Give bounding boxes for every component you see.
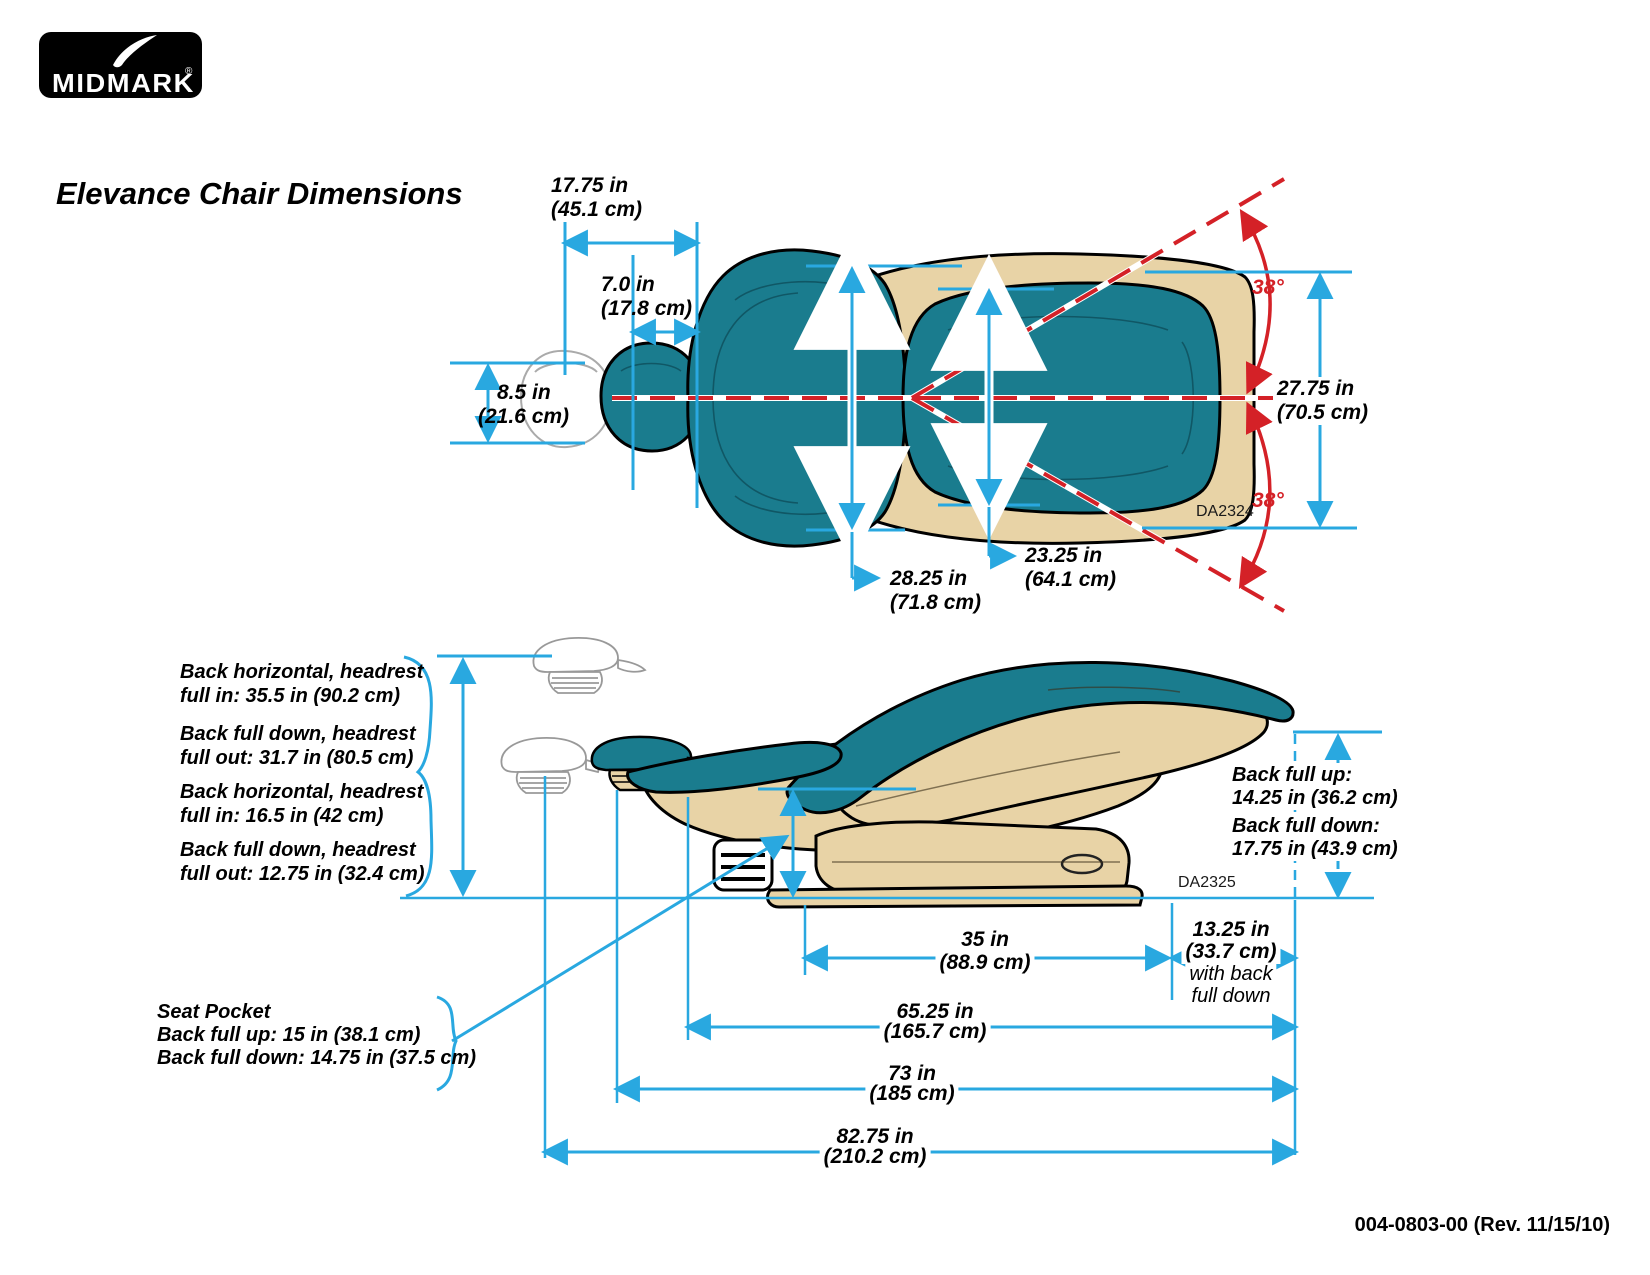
side-view-seams — [832, 686, 1181, 863]
dim-overhang-cm: (33.7 cm) — [1181, 940, 1281, 964]
back-full-down-label: Back full down: — [1228, 814, 1384, 838]
dim-back-width-in: 28.25 in — [890, 567, 968, 590]
side-view-ghost-headrest-high — [532, 637, 647, 694]
midmark-logo: MIDMARK ® — [39, 32, 202, 98]
dim-headrest-width-cm: (21.6 cm) — [478, 405, 570, 428]
seat-pocket-down-value: Back full down: 14.75 in (37.5 cm) — [157, 1047, 476, 1069]
side-view-base-plate — [766, 884, 1144, 909]
dim-length-6525-in: 65.25 in — [896, 1000, 974, 1023]
dim-headrest-ext-cm: (17.8 cm) — [601, 297, 693, 320]
rotation-line-lower — [911, 396, 1285, 613]
dim-length-6525-cm: (165.7 cm) — [879, 1020, 991, 1044]
dim-length-73-in: 73 in — [888, 1062, 936, 1085]
angle-arc-lower — [1238, 401, 1273, 590]
dim-length-8275-in: 82.75 in — [836, 1125, 914, 1148]
dim-headrest-travel-in: 17.75 in — [551, 174, 629, 197]
dim-base-length-cm: (88.9 cm) — [935, 951, 1035, 975]
back-full-up-value: 14.25 in (36.2 cm) — [1228, 786, 1402, 810]
dim-overall-width-in: 27.75 in — [1273, 377, 1359, 401]
seat-pocket-title: Seat Pocket — [157, 1001, 271, 1023]
document-number: 004-0803-00 (Rev. 11/15/10) — [1354, 1214, 1610, 1236]
side-view-ghost-headrest-low — [500, 737, 602, 794]
logo-brand-text: MIDMARK — [52, 68, 195, 98]
logo-swoosh-icon — [113, 35, 157, 68]
dim-seat-width-in: 23.25 in — [1025, 544, 1103, 567]
angle-label-lower: 38° — [1252, 489, 1284, 512]
dim-headrest-width-in: 8.5 in — [497, 381, 551, 404]
dim-overall-width-cm: (70.5 cm) — [1273, 401, 1373, 425]
note-back-horizontal-headrest-in-4: full in: 16.5 in (42 cm) — [180, 805, 384, 827]
note-back-down-headrest-out-4: full out: 12.75 in (32.4 cm) — [180, 863, 425, 885]
seat-pocket-up-value: Back full up: 15 in (38.1 cm) — [157, 1024, 421, 1046]
dim-overhang-note-2: full down — [1187, 985, 1275, 1007]
note-back-horizontal-headrest-in-2: full in: 35.5 in (90.2 cm) — [180, 685, 401, 707]
dim-overhang-in: 13.25 in — [1188, 918, 1274, 942]
dim-length-73-cm: (185 cm) — [865, 1082, 959, 1106]
dim-length-8275-cm: (210.2 cm) — [819, 1145, 931, 1169]
side-view-back-pad — [785, 660, 1295, 815]
dim-headrest-travel-cm: (45.1 cm) — [551, 198, 643, 221]
note-back-horizontal-headrest-in-1: Back horizontal, headrest — [180, 661, 424, 683]
dim-seat-width-cm: (64.1 cm) — [1025, 568, 1117, 591]
note-back-down-headrest-out-1: Back full down, headrest — [180, 723, 416, 745]
side-view-legrest-pad — [626, 740, 843, 794]
chair-side-view — [500, 637, 1295, 909]
figure-id-side-view: DA2325 — [1178, 874, 1236, 891]
note-back-horizontal-headrest-in-3: Back horizontal, headrest — [180, 781, 424, 803]
notes-brace — [403, 655, 434, 898]
rotation-angle-graphics — [612, 176, 1356, 614]
dim-headrest-ext-in: 7.0 in — [601, 273, 655, 296]
note-back-down-headrest-out-3: Back full down, headrest — [180, 839, 416, 861]
figure-id-top-view: DA2324 — [1196, 503, 1254, 520]
seat-pocket-leader — [451, 834, 790, 1043]
angle-label-upper: 38° — [1252, 276, 1284, 299]
dim-base-length-in: 35 in — [961, 928, 1009, 951]
seat-pocket-brace — [436, 995, 458, 1092]
page-title: Elevance Chair Dimensions — [56, 176, 463, 211]
dim-back-width-cm: (71.8 cm) — [890, 591, 982, 614]
registered-mark: ® — [185, 66, 193, 77]
side-view-dimension-lines — [400, 654, 1382, 1166]
side-view-brand-emblem — [1060, 853, 1104, 875]
dim-overhang-note-1: with back — [1185, 963, 1277, 985]
note-back-down-headrest-out-2: full out: 31.7 in (80.5 cm) — [180, 747, 414, 769]
rotation-line-upper — [910, 177, 1286, 400]
back-full-down-value: 17.75 in (43.9 cm) — [1228, 837, 1402, 861]
back-full-up-label: Back full up: — [1228, 763, 1357, 787]
angle-arc-upper — [1239, 208, 1273, 395]
